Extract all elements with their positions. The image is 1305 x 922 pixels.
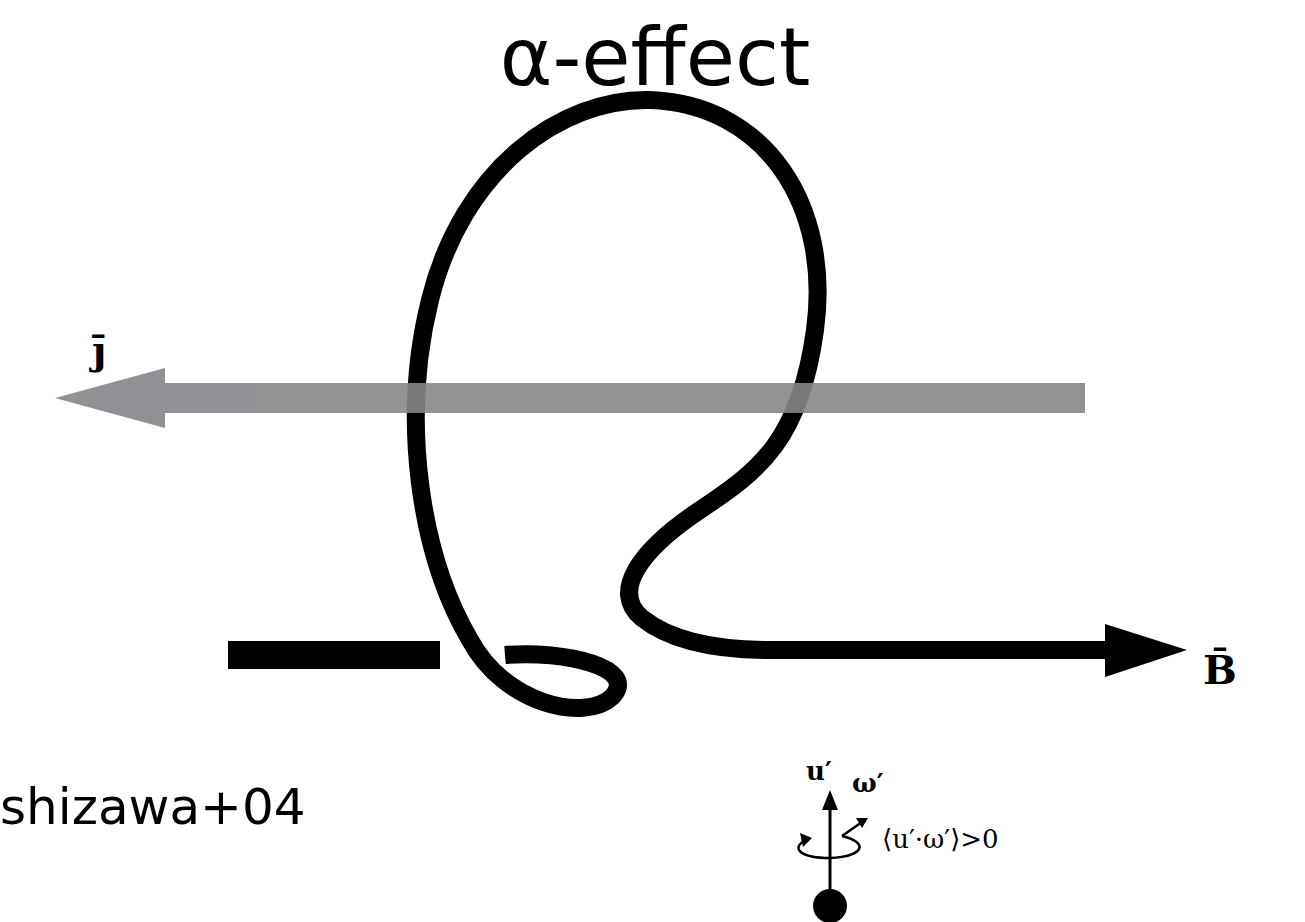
velocity-label: u′: [806, 758, 832, 784]
helicity-condition: ⟨u′·ω′⟩>0: [882, 826, 999, 852]
current-arrow: [55, 368, 1085, 428]
field-line-start: [228, 641, 440, 669]
citation: shizawa+04: [0, 782, 306, 832]
title: α-effect: [500, 18, 811, 98]
field-arrowhead: [1105, 624, 1187, 677]
helicity-symbol: [798, 790, 868, 922]
field-label: B̄: [1203, 650, 1237, 690]
current-label: j̄: [92, 330, 106, 370]
vorticity-label: ω′: [852, 770, 884, 796]
